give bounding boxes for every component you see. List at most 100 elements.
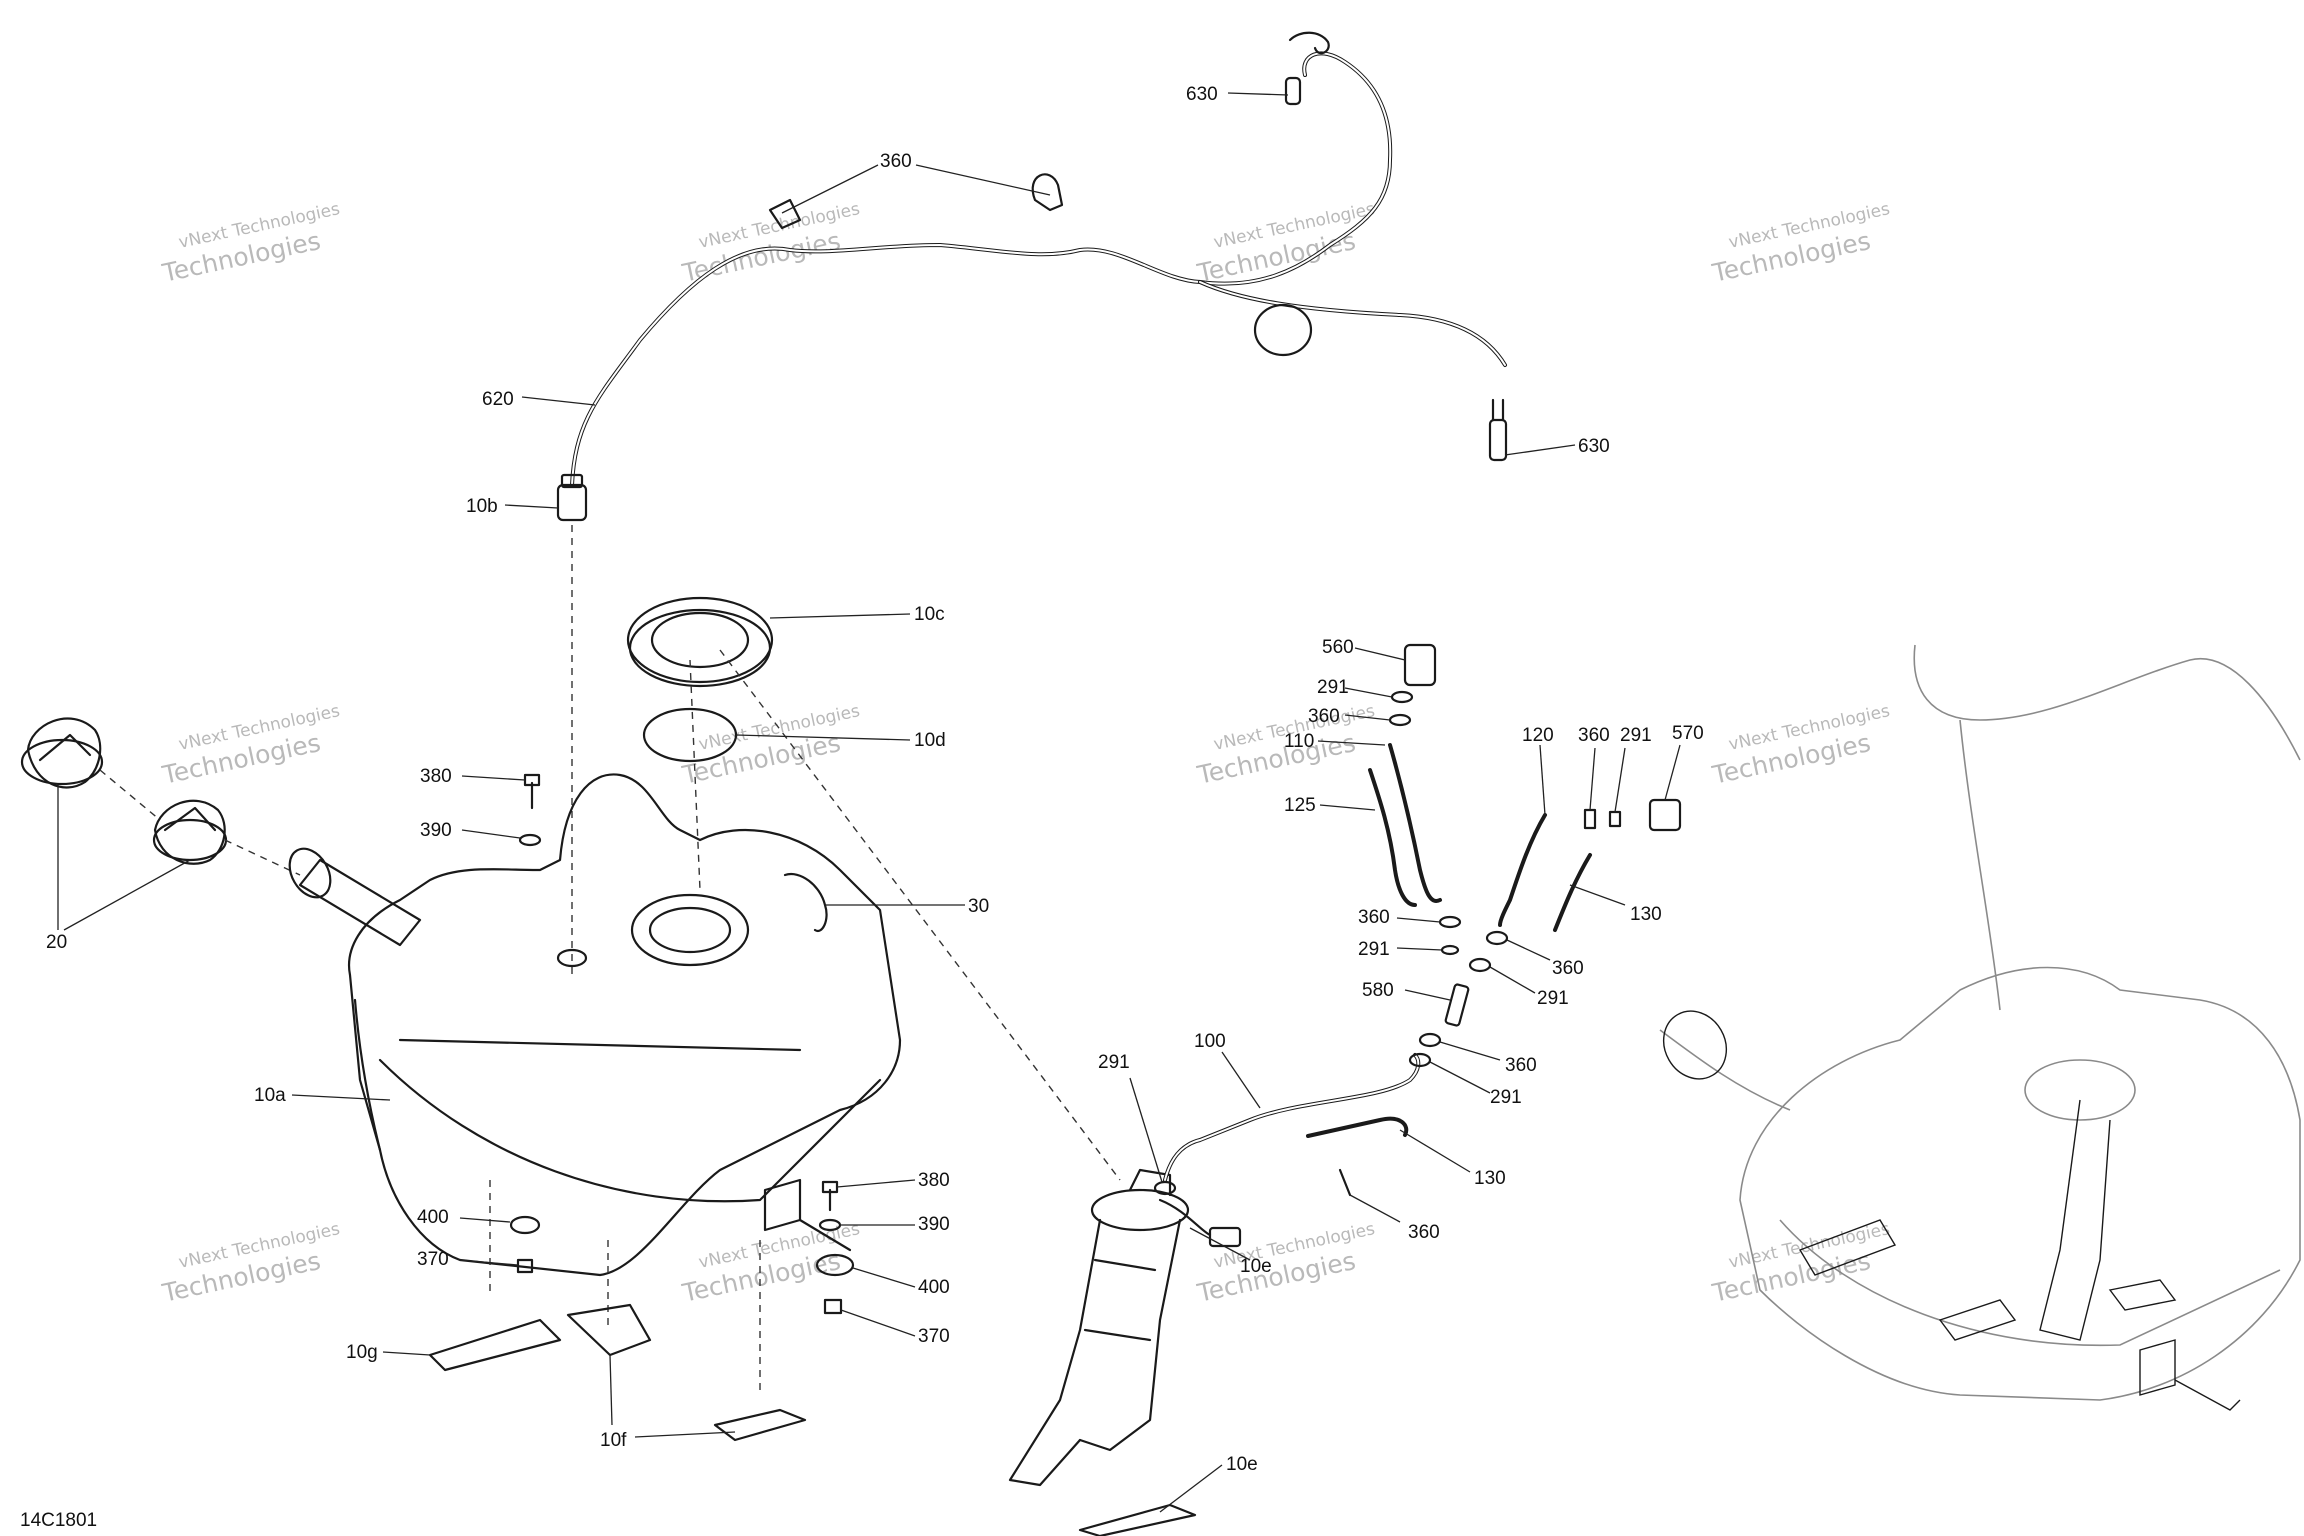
pump-band-2 (1083, 1328, 1152, 1342)
clamp-360e (1485, 930, 1509, 946)
pump-body-right (1078, 1218, 1182, 1452)
leader-10c (769, 613, 911, 619)
callout-20: 20 (46, 932, 67, 953)
fuel-pump-10e (1008, 1168, 1242, 1487)
leader-291f (1129, 1077, 1163, 1183)
callout-400: 400 (417, 1207, 449, 1228)
clamp-291c (1440, 944, 1460, 956)
leader-10f-1 (609, 1354, 613, 1426)
leader-10eb (1189, 1227, 1251, 1261)
callout-120: 120 (1522, 725, 1554, 746)
callout-560: 560 (1322, 637, 1354, 658)
leader-291d (1489, 966, 1536, 994)
callout-291: 291 (1098, 1052, 1130, 1073)
hose-100 (1163, 1053, 1421, 1182)
callout-400: 400 (918, 1277, 950, 1298)
clamp-360d (1438, 915, 1462, 929)
ghost-cap (1662, 1010, 1728, 1080)
vent-hose-loop (1253, 303, 1313, 357)
tank-mid-line (398, 1038, 802, 1052)
leader-10g (382, 1351, 431, 1356)
callout-390: 390 (918, 1214, 950, 1235)
clamp-291e (1408, 1052, 1432, 1068)
vent-hose-branch (1198, 280, 1507, 367)
strap-30 (783, 872, 828, 933)
leader-120 (1539, 744, 1546, 816)
leader-360f (1439, 1041, 1501, 1061)
pump-connector (1208, 1226, 1242, 1248)
clamp-291f (1153, 1180, 1177, 1196)
washer-400b (815, 1253, 855, 1277)
hose-100-inner (1164, 1054, 1420, 1181)
clip-360c (1583, 808, 1597, 830)
watermark: vNext Technologies Technologies (1194, 1219, 1377, 1308)
ghost-pad-right (2108, 1279, 2177, 1311)
leader-360e (1506, 939, 1551, 961)
callout-291: 291 (1317, 677, 1349, 698)
pump-wire (1158, 1198, 1212, 1237)
callout-130: 130 (1474, 1168, 1506, 1189)
callout-620: 620 (482, 389, 514, 410)
tank-vent-hole (556, 948, 588, 968)
callout-291: 291 (1490, 1087, 1522, 1108)
cap-rim (20, 738, 104, 786)
fuel-cap-20a (20, 717, 104, 789)
leader-560 (1354, 647, 1406, 661)
ghost-vent-hose (1913, 644, 2301, 761)
hose-130a (1553, 853, 1592, 932)
assembled-view (1659, 644, 2301, 1411)
connector-580 (1444, 983, 1470, 1027)
callout-10d: 10d (914, 730, 946, 751)
callout-291: 291 (1358, 939, 1390, 960)
leader-380a (461, 775, 526, 781)
callout-291: 291 (1620, 725, 1652, 746)
watermark: vNext Technologies Technologies (679, 701, 862, 790)
leader-10f-2 (634, 1431, 736, 1438)
ghost-pad-left (1798, 1219, 1897, 1276)
pad-10e (1078, 1503, 1197, 1536)
callout-580: 580 (1362, 980, 1394, 1001)
leader-370b (840, 1309, 916, 1337)
leader-130a (1569, 884, 1626, 906)
leader-570 (1664, 744, 1681, 801)
callout-125: 125 (1284, 795, 1316, 816)
ring-inner (650, 611, 750, 669)
leader-360d (1396, 917, 1441, 923)
callout-130: 130 (1630, 904, 1662, 925)
leader-400b (852, 1267, 916, 1288)
filler-neck-mouth (288, 847, 332, 899)
leader-10b (504, 504, 559, 509)
tank-mount-bracket (763, 1178, 802, 1232)
leader-400a (459, 1217, 511, 1223)
leader-390a (461, 829, 521, 839)
ghost-pump (2039, 1099, 2111, 1341)
fuel-cap-20b (152, 799, 228, 865)
pump-ring-10c (626, 596, 774, 688)
clamp-291a (1390, 690, 1414, 704)
tank-pump-opening (630, 893, 750, 967)
leader-630b (1504, 444, 1576, 456)
dashed-guide-cap2 (224, 839, 301, 876)
callout-360: 360 (1578, 725, 1610, 746)
leader-20-2 (63, 859, 191, 931)
pad-10g (428, 1318, 562, 1372)
leader-580 (1404, 989, 1451, 1001)
callout-360: 360 (1358, 907, 1390, 928)
callout-10g: 10g (346, 1342, 378, 1363)
clip-291b (1608, 810, 1622, 828)
fitting-630-right-stem (1491, 398, 1505, 422)
callout-380: 380 (918, 1170, 950, 1191)
hose-130b (1306, 1116, 1409, 1138)
callout-10a: 10a (254, 1085, 286, 1106)
leader-360a-1 (915, 164, 1051, 196)
hose-120 (1498, 813, 1547, 927)
leader-360a-2 (781, 164, 879, 214)
tank-mount-arm (798, 1218, 852, 1252)
callout-10e: 10e (1226, 1454, 1258, 1475)
ghost-tank-lower (1779, 1219, 2281, 1347)
valve-10b-top (560, 473, 584, 489)
callout-291: 291 (1537, 988, 1569, 1009)
ghost-pad-mid (1938, 1299, 2017, 1341)
watermark: vNext Technologies Technologies (679, 1219, 862, 1308)
